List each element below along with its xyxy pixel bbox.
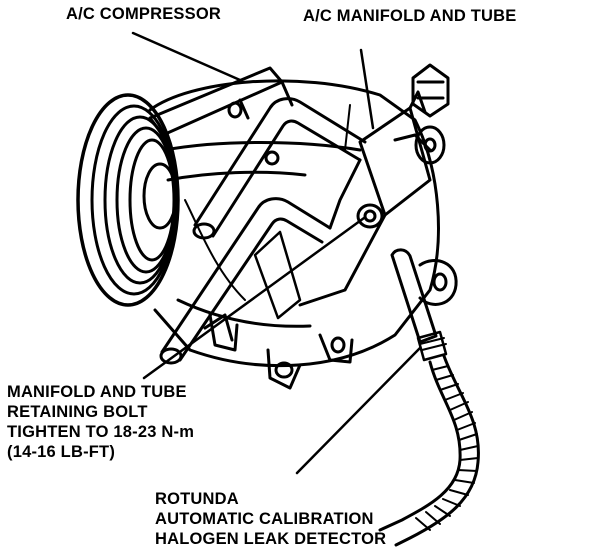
detector-callout-line: HALOGEN LEAK DETECTOR bbox=[155, 530, 387, 548]
bolt-leader-line bbox=[142, 216, 366, 380]
compressor-leader-line bbox=[131, 31, 242, 82]
detector-leader-line bbox=[295, 346, 422, 475]
manifold-tube-label: A/C MANIFOLD AND TUBE bbox=[303, 6, 517, 26]
bolt-callout: MANIFOLD AND TUBE RETAINING BOLT TIGHTEN… bbox=[7, 382, 194, 462]
detector-callout-line: ROTUNDA bbox=[155, 490, 239, 508]
compressor-body bbox=[148, 79, 458, 390]
manifold-tube-label-text: A/C MANIFOLD AND TUBE bbox=[303, 7, 517, 25]
detector-callout-line: AUTOMATIC CALIBRATION bbox=[155, 510, 374, 528]
clutch-pulley bbox=[76, 93, 180, 307]
manifold-leader-line bbox=[359, 48, 375, 130]
bolt-callout-line: MANIFOLD AND TUBE bbox=[7, 383, 187, 401]
manifold-tube-assembly bbox=[159, 63, 450, 365]
mounting-bracket bbox=[148, 66, 302, 342]
detector-callout: ROTUNDA AUTOMATIC CALIBRATION HALOGEN LE… bbox=[155, 489, 386, 549]
bolt-callout-line: RETAINING BOLT bbox=[7, 403, 148, 421]
compressor-label: A/C COMPRESSOR bbox=[66, 4, 221, 24]
leak-detector-probe bbox=[378, 248, 480, 547]
compressor-label-text: A/C COMPRESSOR bbox=[66, 5, 221, 23]
bolt-callout-line: (14-16 LB-FT) bbox=[7, 443, 116, 461]
bolt-callout-line: TIGHTEN TO 18-23 N-m bbox=[7, 423, 195, 441]
